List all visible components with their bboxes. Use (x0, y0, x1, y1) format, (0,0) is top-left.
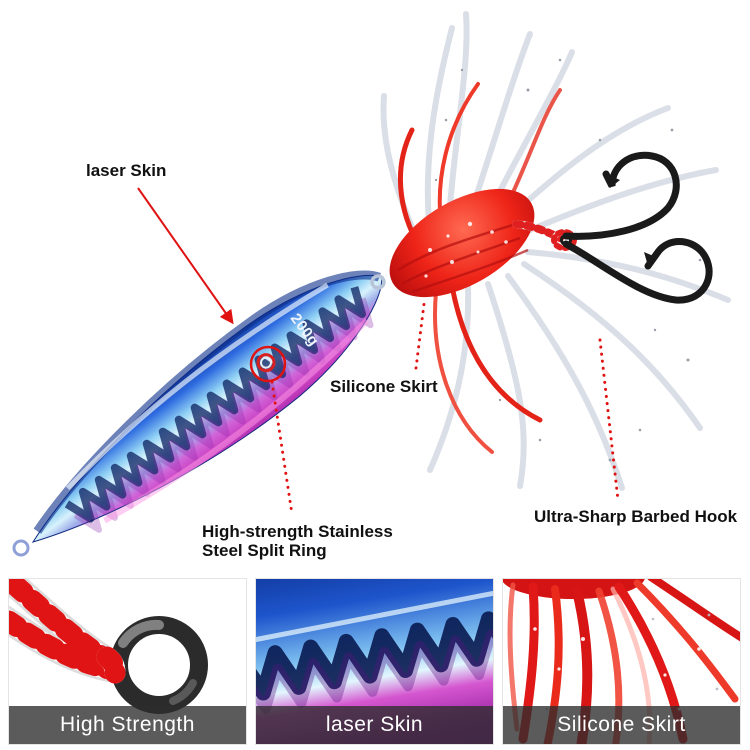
skirt-speckles (424, 221, 508, 278)
hook-lower-barb (644, 252, 658, 266)
silicone-skirt-leader (414, 302, 426, 370)
panel-laser-skin: laser Skin (255, 578, 494, 745)
jig-glint (65, 282, 329, 491)
split-ring (256, 353, 276, 373)
hook-upper-barb (606, 174, 620, 188)
label-split-ring-line2: Steel Split Ring (202, 541, 327, 560)
high-strength-detail-art (9, 579, 208, 714)
annotation-lines (137, 187, 620, 516)
hook-upper (562, 151, 680, 240)
hook-lower (562, 238, 713, 304)
split-ring-leader (270, 380, 294, 516)
detail-panels: High Strength (8, 578, 742, 745)
metal-ring (110, 616, 208, 714)
tail-eyelet (12, 539, 30, 557)
jig-zigzag-echo (73, 297, 374, 533)
caption-high-strength: High Strength (9, 706, 246, 744)
lure-illustration: 200g (12, 11, 731, 557)
caption-laser-skin: laser Skin (256, 706, 493, 744)
caption-silicone-skirt: Silicone Skirt (503, 706, 740, 744)
jig-body: 200g (31, 270, 386, 543)
label-barbed-hook: Ultra-Sharp Barbed Hook (534, 507, 738, 526)
label-split-ring-line1: High-strength Stainless (202, 522, 393, 541)
label-laser-skin: laser Skin (86, 161, 167, 180)
barbed-hook-leader (598, 338, 620, 502)
barbed-hook (560, 151, 713, 304)
label-silicone-skirt: Silicone Skirt (330, 377, 438, 396)
jig-pink-sheen (103, 318, 370, 524)
silicone-skirt-body (389, 188, 535, 298)
hook-eye (560, 234, 572, 246)
panel-silicone-skirt: Silicone Skirt (502, 578, 741, 745)
assist-cord (512, 220, 577, 251)
laser-skin-leader (137, 187, 234, 325)
panel-high-strength: High Strength (8, 578, 247, 745)
nose-eyelet (370, 274, 386, 290)
jig-zigzag-pattern (64, 286, 367, 523)
glitter-specks (434, 58, 702, 462)
label-split-ring: High-strength Stainless Steel Split Ring (202, 522, 393, 560)
split-ring-highlight-circle (249, 345, 287, 383)
